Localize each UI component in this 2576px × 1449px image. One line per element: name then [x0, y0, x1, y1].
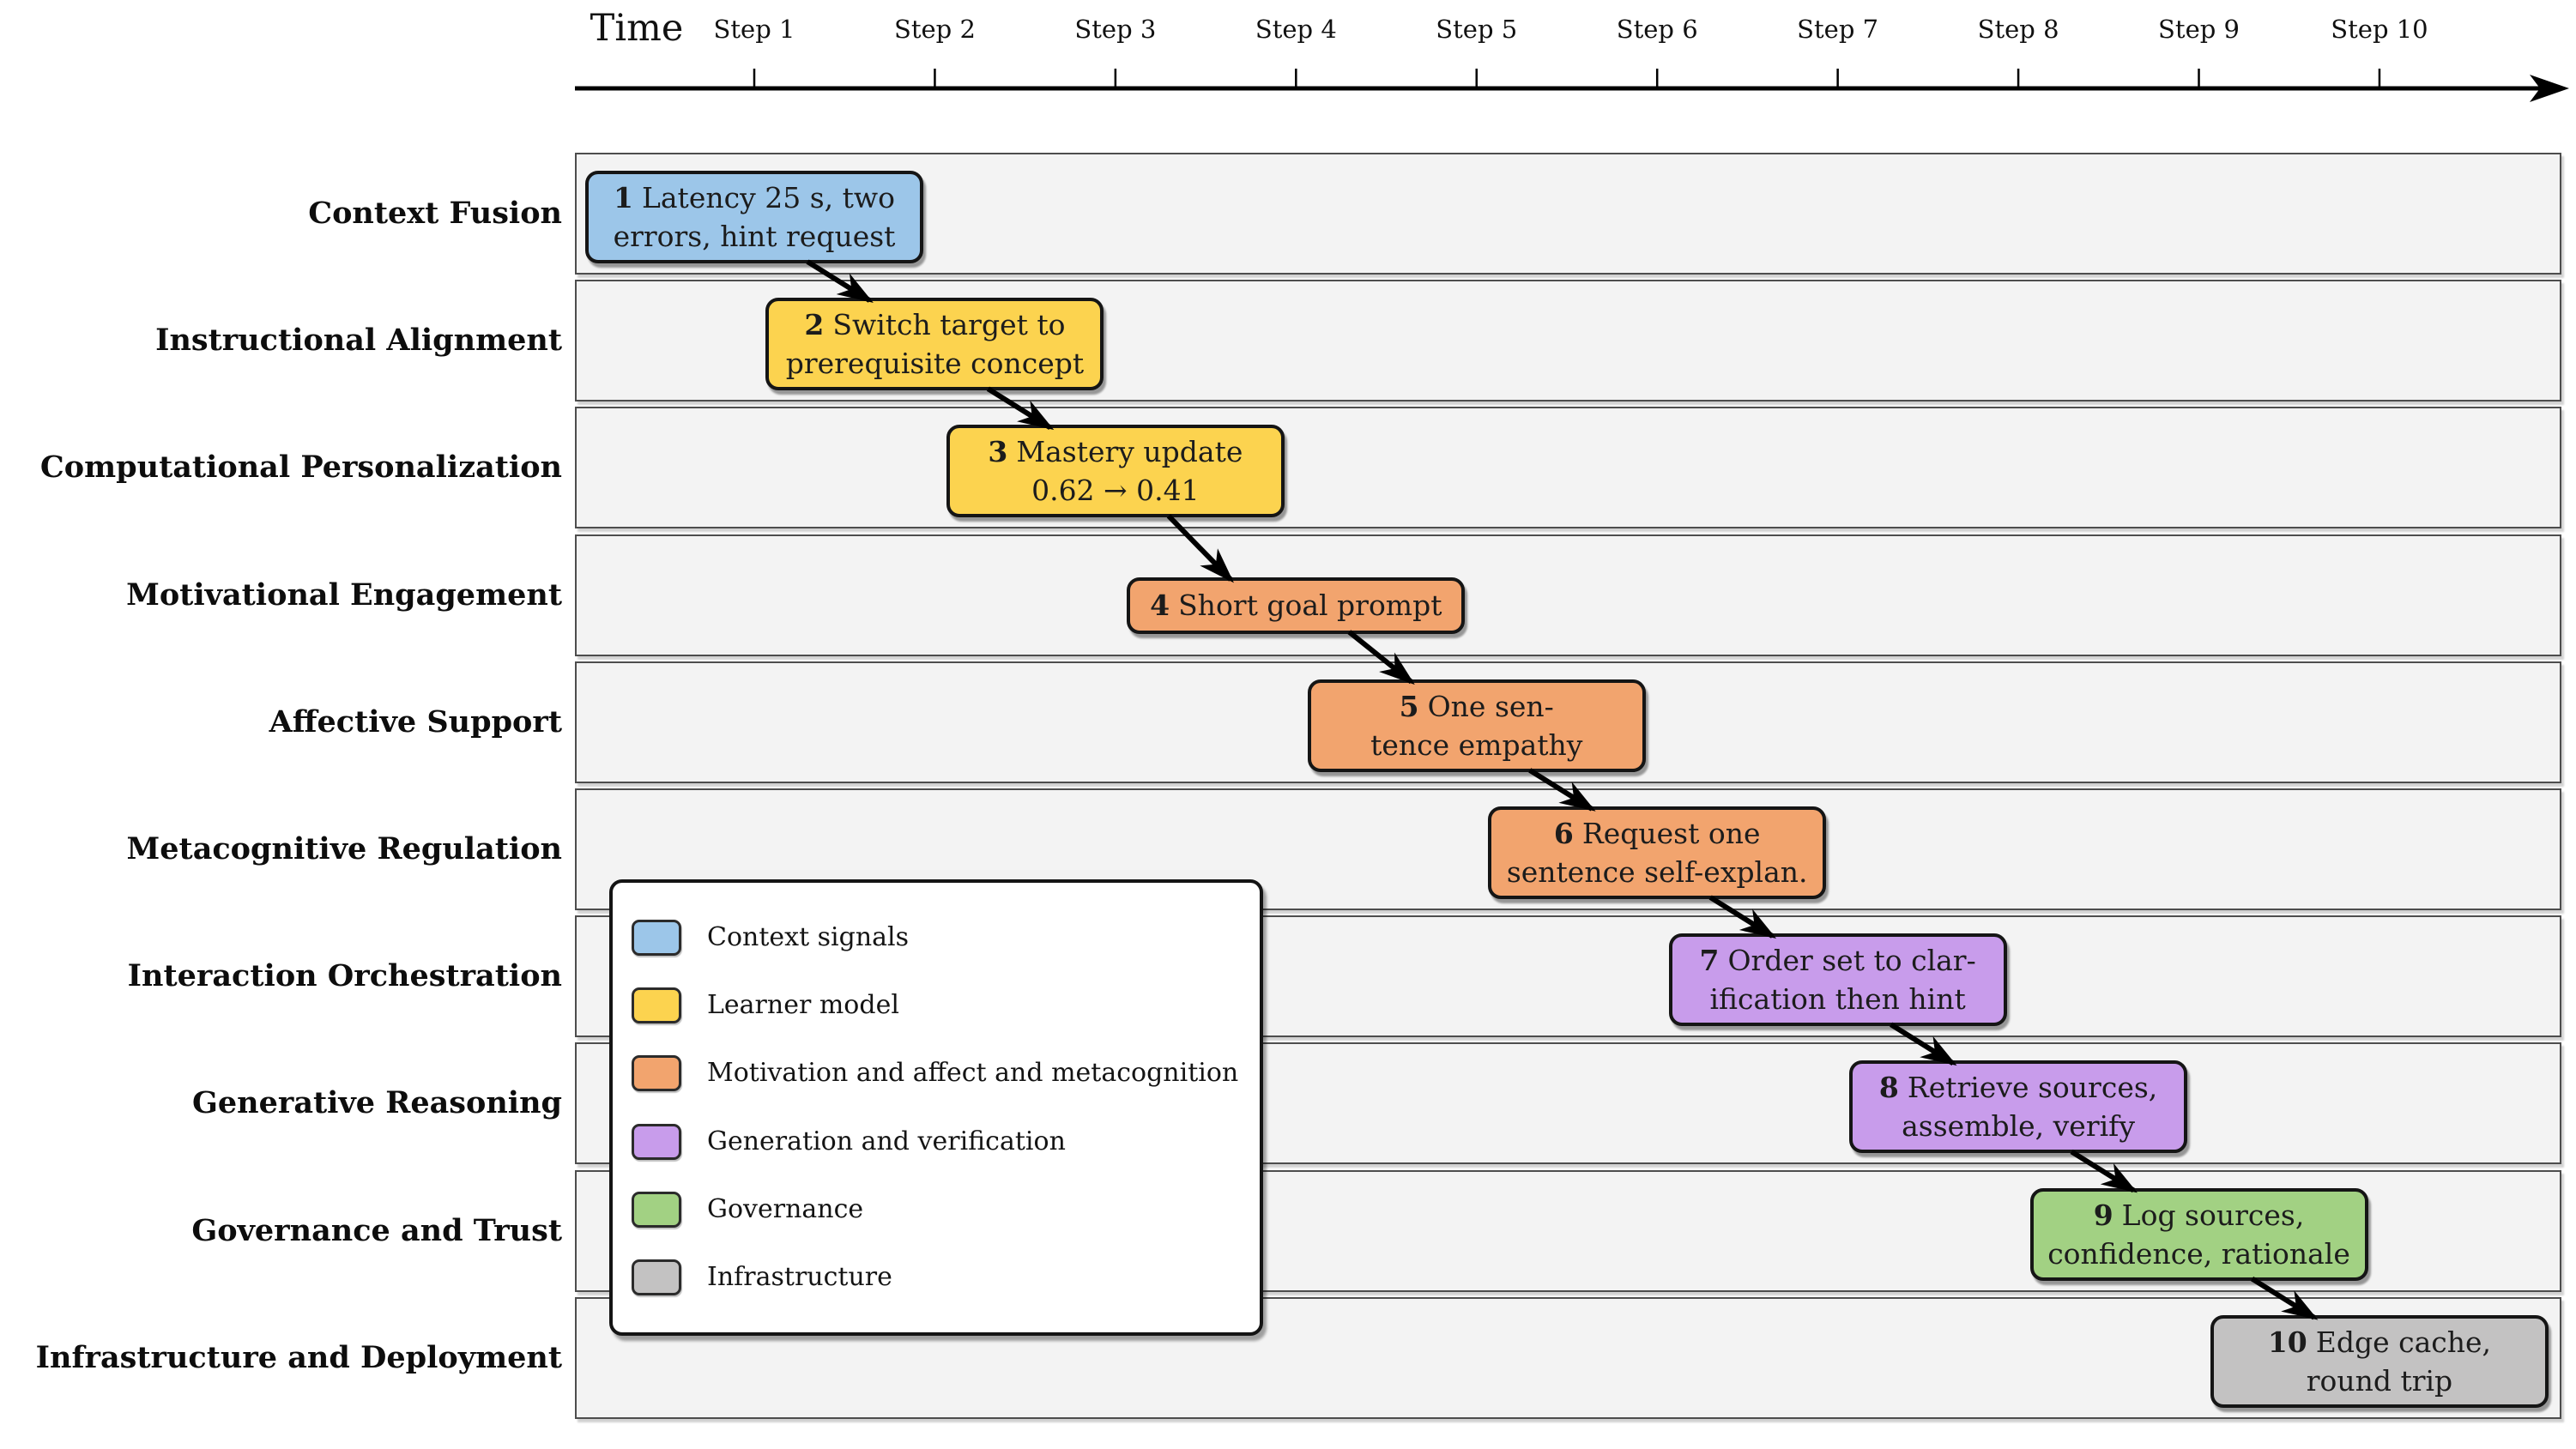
lane-label: Interaction Orchestration: [127, 958, 562, 994]
swimlane-row: [575, 534, 2561, 656]
legend-color-swatch: [632, 1123, 681, 1160]
event-text-line: round trip: [2306, 1363, 2453, 1398]
legend-item: Motivation and affect and metacognition: [613, 1055, 1260, 1092]
event-number: 7: [1699, 944, 1720, 978]
legend-label: Learner model: [707, 990, 899, 1021]
legend-label: Infrastructure: [707, 1261, 892, 1292]
lane-label: Metacognitive Regulation: [126, 831, 562, 866]
legend-label: Governance: [707, 1193, 864, 1224]
event-number: 10: [2267, 1325, 2307, 1359]
legend-color-swatch: [632, 920, 681, 957]
event-number: 2: [804, 308, 825, 342]
legend-item: Learner model: [613, 987, 1260, 1024]
lane-label: Affective Support: [269, 703, 562, 740]
legend-color-swatch: [632, 1055, 681, 1092]
step-label: Step 5: [1436, 15, 1518, 44]
event-number: 9: [2093, 1198, 2113, 1232]
step-label: Step 10: [2331, 15, 2428, 44]
lane-label: Generative Reasoning: [192, 1085, 562, 1121]
event-text-line: prerequisite concept: [785, 347, 1085, 381]
event-text-line: tence empathy: [1370, 728, 1583, 762]
lane-label: Infrastructure and Deployment: [35, 1339, 562, 1375]
event-text: Short goal prompt: [1178, 589, 1442, 623]
legend-color-swatch: [632, 1259, 681, 1295]
legend-label: Motivation and affect and metacognition: [707, 1058, 1239, 1089]
event-number: 6: [1553, 817, 1574, 850]
event-number: 4: [1150, 589, 1170, 623]
event-number: 8: [1878, 1071, 1899, 1105]
event-text: Log sources,: [2121, 1198, 2305, 1232]
legend-color-swatch: [632, 1191, 681, 1228]
legend-item: Generation and verification: [613, 1123, 1260, 1160]
event-text-line: errors, hint request: [613, 220, 896, 253]
legend-item: Context signals: [613, 920, 1260, 957]
step-label: Step 4: [1255, 15, 1337, 44]
event-text-line: assemble, verify: [1902, 1109, 2136, 1144]
event-text: Mastery update: [1016, 435, 1243, 469]
time-axis-title: Time: [590, 7, 684, 50]
legend-label: Generation and verification: [707, 1126, 1066, 1156]
event-text: Order set to clar-: [1727, 944, 1976, 978]
lane-label: Computational Personalization: [39, 450, 562, 486]
event-text: Edge cache,: [2315, 1325, 2492, 1359]
step-label: Step 1: [713, 15, 795, 44]
event-text: One sen-: [1427, 689, 1554, 723]
event-text: Switch target to: [832, 308, 1066, 342]
event-text: Latency 25 s, two: [641, 181, 895, 214]
event-number: 3: [988, 435, 1008, 469]
lane-label: Context Fusion: [308, 196, 562, 231]
legend-color-swatch: [632, 987, 681, 1024]
lane-label: Instructional Alignment: [155, 323, 562, 359]
event-text-line: 0.62 → 0.41: [1031, 474, 1200, 508]
lane-label: Motivational Engagement: [126, 577, 562, 613]
step-label: Step 6: [1616, 15, 1698, 44]
step-label: Step 2: [893, 15, 976, 44]
event-number: 1: [614, 181, 633, 214]
step-label: Step 8: [1977, 15, 2059, 44]
swimlane-row: [575, 407, 2561, 529]
axis-arrowhead-icon: [2530, 75, 2569, 102]
step-label: Step 7: [1797, 15, 1879, 44]
step-label: Step 3: [1074, 15, 1157, 44]
legend-label: Context signals: [707, 922, 910, 953]
legend-item: Infrastructure: [613, 1259, 1260, 1295]
event-text: Request one: [1581, 817, 1761, 850]
event-text: Retrieve sources,: [1907, 1071, 2158, 1105]
step-label: Step 9: [2158, 15, 2240, 44]
lane-label: Governance and Trust: [191, 1212, 562, 1248]
event-text-line: sentence self-explan.: [1506, 855, 1808, 889]
event-text-line: ification then hint: [1709, 982, 1966, 1017]
event-text-line: confidence, rationale: [2047, 1236, 2350, 1271]
event-number: 5: [1399, 689, 1419, 723]
legend-item: Governance: [613, 1191, 1260, 1228]
